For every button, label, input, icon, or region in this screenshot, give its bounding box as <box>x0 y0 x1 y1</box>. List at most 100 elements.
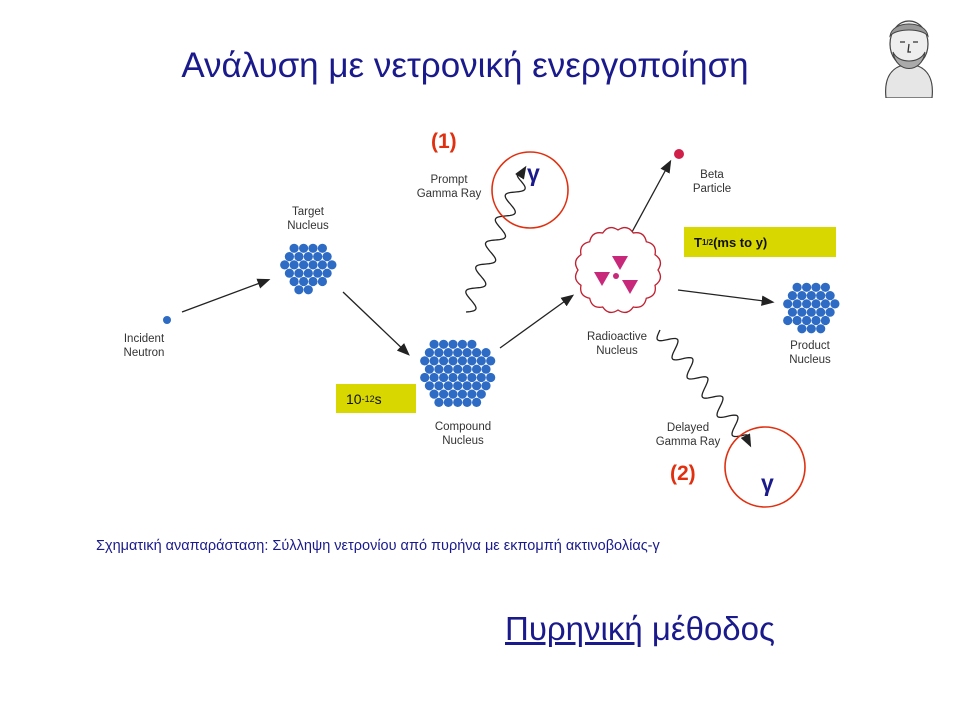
incident-neutron <box>163 316 171 324</box>
nucleon <box>443 348 453 358</box>
method-heading: Πυρηνική μέθοδος <box>505 610 775 648</box>
nucleon <box>448 339 458 349</box>
nucleon <box>313 252 323 262</box>
nucleon <box>816 291 826 301</box>
nucleon <box>299 260 309 270</box>
nucleon <box>486 372 496 383</box>
arrow-compound-to-radioactive <box>499 294 575 349</box>
nucleon <box>472 397 482 407</box>
nucleon <box>467 389 477 399</box>
nucleon <box>792 315 802 326</box>
nucleon <box>457 372 467 383</box>
nucleon <box>448 389 458 399</box>
nucleon <box>467 356 477 366</box>
nucleon <box>783 315 793 326</box>
target-nucleus <box>280 243 337 295</box>
nucleon <box>317 260 327 270</box>
nucleon <box>303 268 313 278</box>
product-nucleus <box>783 282 840 334</box>
nucleon <box>429 389 439 399</box>
nucleon <box>787 291 798 301</box>
marker-1: (1) <box>431 130 457 153</box>
nucleon <box>476 389 486 399</box>
nucleon <box>797 324 807 334</box>
nucleon <box>313 268 323 278</box>
nucleon <box>486 356 496 366</box>
nucleon <box>424 348 434 358</box>
nucleon <box>825 307 835 317</box>
nucleon <box>434 364 444 374</box>
beta-particle <box>674 149 684 159</box>
gamma-symbol-delayed: γ <box>761 470 774 496</box>
nucleon <box>797 307 807 317</box>
nucleon <box>453 397 463 407</box>
nucleon <box>303 252 313 262</box>
nucleon <box>820 282 831 292</box>
nucleon <box>434 397 444 407</box>
arrow-to-beta <box>631 159 672 233</box>
nucleon <box>476 372 486 383</box>
nucleon <box>806 307 816 317</box>
nucleon <box>429 356 439 366</box>
nucleon <box>806 291 816 301</box>
nucleon <box>787 307 798 317</box>
nucleon <box>472 364 482 374</box>
half-life-subscript: 1/2 <box>701 237 714 247</box>
nucleon <box>457 339 467 349</box>
nucleon <box>820 299 831 309</box>
nucleon <box>420 372 430 383</box>
delayed-gamma-wave <box>656 329 752 448</box>
nucleon <box>289 243 299 253</box>
nucleon <box>443 364 453 374</box>
nucleon <box>457 356 467 366</box>
nucleon <box>802 282 812 292</box>
nucleon <box>820 315 831 326</box>
time-exponent: -12 <box>361 393 375 404</box>
nucleon <box>457 389 467 399</box>
nucleon <box>472 381 482 391</box>
nucleon <box>308 276 318 287</box>
nucleon <box>434 381 444 391</box>
nucleon <box>830 299 840 309</box>
nucleon <box>802 315 812 326</box>
nucleon <box>472 348 482 358</box>
nucleon <box>453 348 463 358</box>
nucleon <box>317 243 327 253</box>
nucleon <box>317 276 327 287</box>
prompt-gamma-wave <box>465 165 527 313</box>
nucleon <box>439 339 449 349</box>
nucleon <box>481 364 491 374</box>
nucleon <box>811 299 821 309</box>
highlight-circle-2 <box>724 426 806 508</box>
nucleon <box>303 285 313 295</box>
diagram-caption: Σχηματική αναπαράσταση: Σύλληψη νετρονίο… <box>96 538 660 554</box>
nucleon <box>806 324 816 334</box>
nucleon <box>322 268 332 278</box>
nucleon <box>299 243 309 253</box>
time-base: 10 <box>346 390 362 407</box>
slide-title: Ανάλυση με νετρονική ενεργοποίηση <box>181 46 749 85</box>
arrow-to-product <box>677 289 775 306</box>
nucleon <box>797 291 807 301</box>
marker-2: (2) <box>670 462 696 485</box>
nucleon <box>792 299 802 309</box>
nucleon <box>424 364 434 374</box>
nucleon <box>294 268 304 278</box>
nucleon <box>322 252 332 262</box>
compound-nucleus <box>420 339 496 407</box>
nucleon <box>299 276 309 287</box>
nucleon <box>481 348 491 358</box>
nucleon <box>439 389 449 399</box>
nucleon <box>462 364 472 374</box>
nucleon <box>284 268 294 278</box>
nucleon <box>467 372 477 383</box>
half-life-symbol: T <box>694 234 702 250</box>
radiation-trefoil-icon <box>594 256 638 294</box>
nucleon <box>294 285 304 295</box>
nucleon <box>424 381 434 391</box>
